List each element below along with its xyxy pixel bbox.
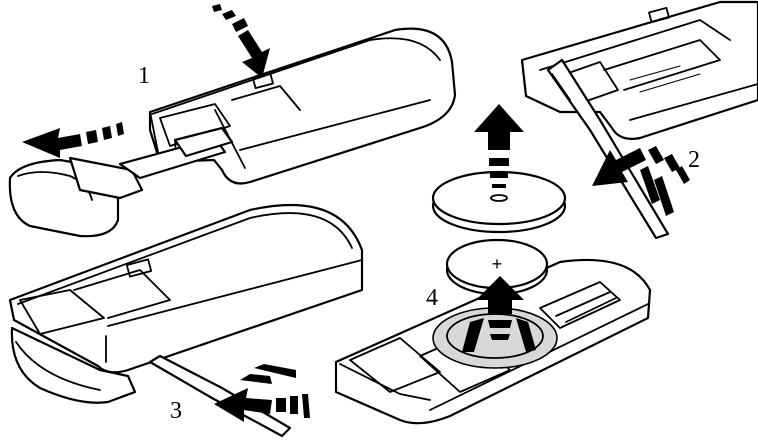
coin-battery-icon: +	[445, 238, 549, 296]
battery-polarity-mark: +	[492, 254, 503, 274]
key-fob-icon	[8, 203, 364, 404]
motion-arrow-icon	[214, 364, 310, 422]
screwdriver-icon	[148, 354, 292, 438]
motion-arrow-icon	[212, 4, 270, 78]
motion-arrow-icon	[462, 276, 536, 352]
motion-arrow-icon	[22, 122, 124, 158]
step-1-illustration	[8, 4, 457, 238]
motion-arrow-icon	[592, 146, 690, 216]
motion-arrow-icon	[474, 104, 524, 188]
step-2-number: 2	[688, 147, 700, 173]
step-2-illustration	[520, 0, 758, 240]
battery-cover-icon	[431, 170, 567, 234]
step-4-number: 4	[426, 285, 438, 311]
screwdriver-icon	[546, 58, 670, 240]
step-3-illustration	[8, 203, 364, 438]
step-4-illustration: +	[334, 104, 652, 425]
emergency-key-icon	[8, 126, 234, 238]
step-3-number: 3	[170, 398, 182, 424]
step-1-number: 1	[138, 63, 150, 89]
